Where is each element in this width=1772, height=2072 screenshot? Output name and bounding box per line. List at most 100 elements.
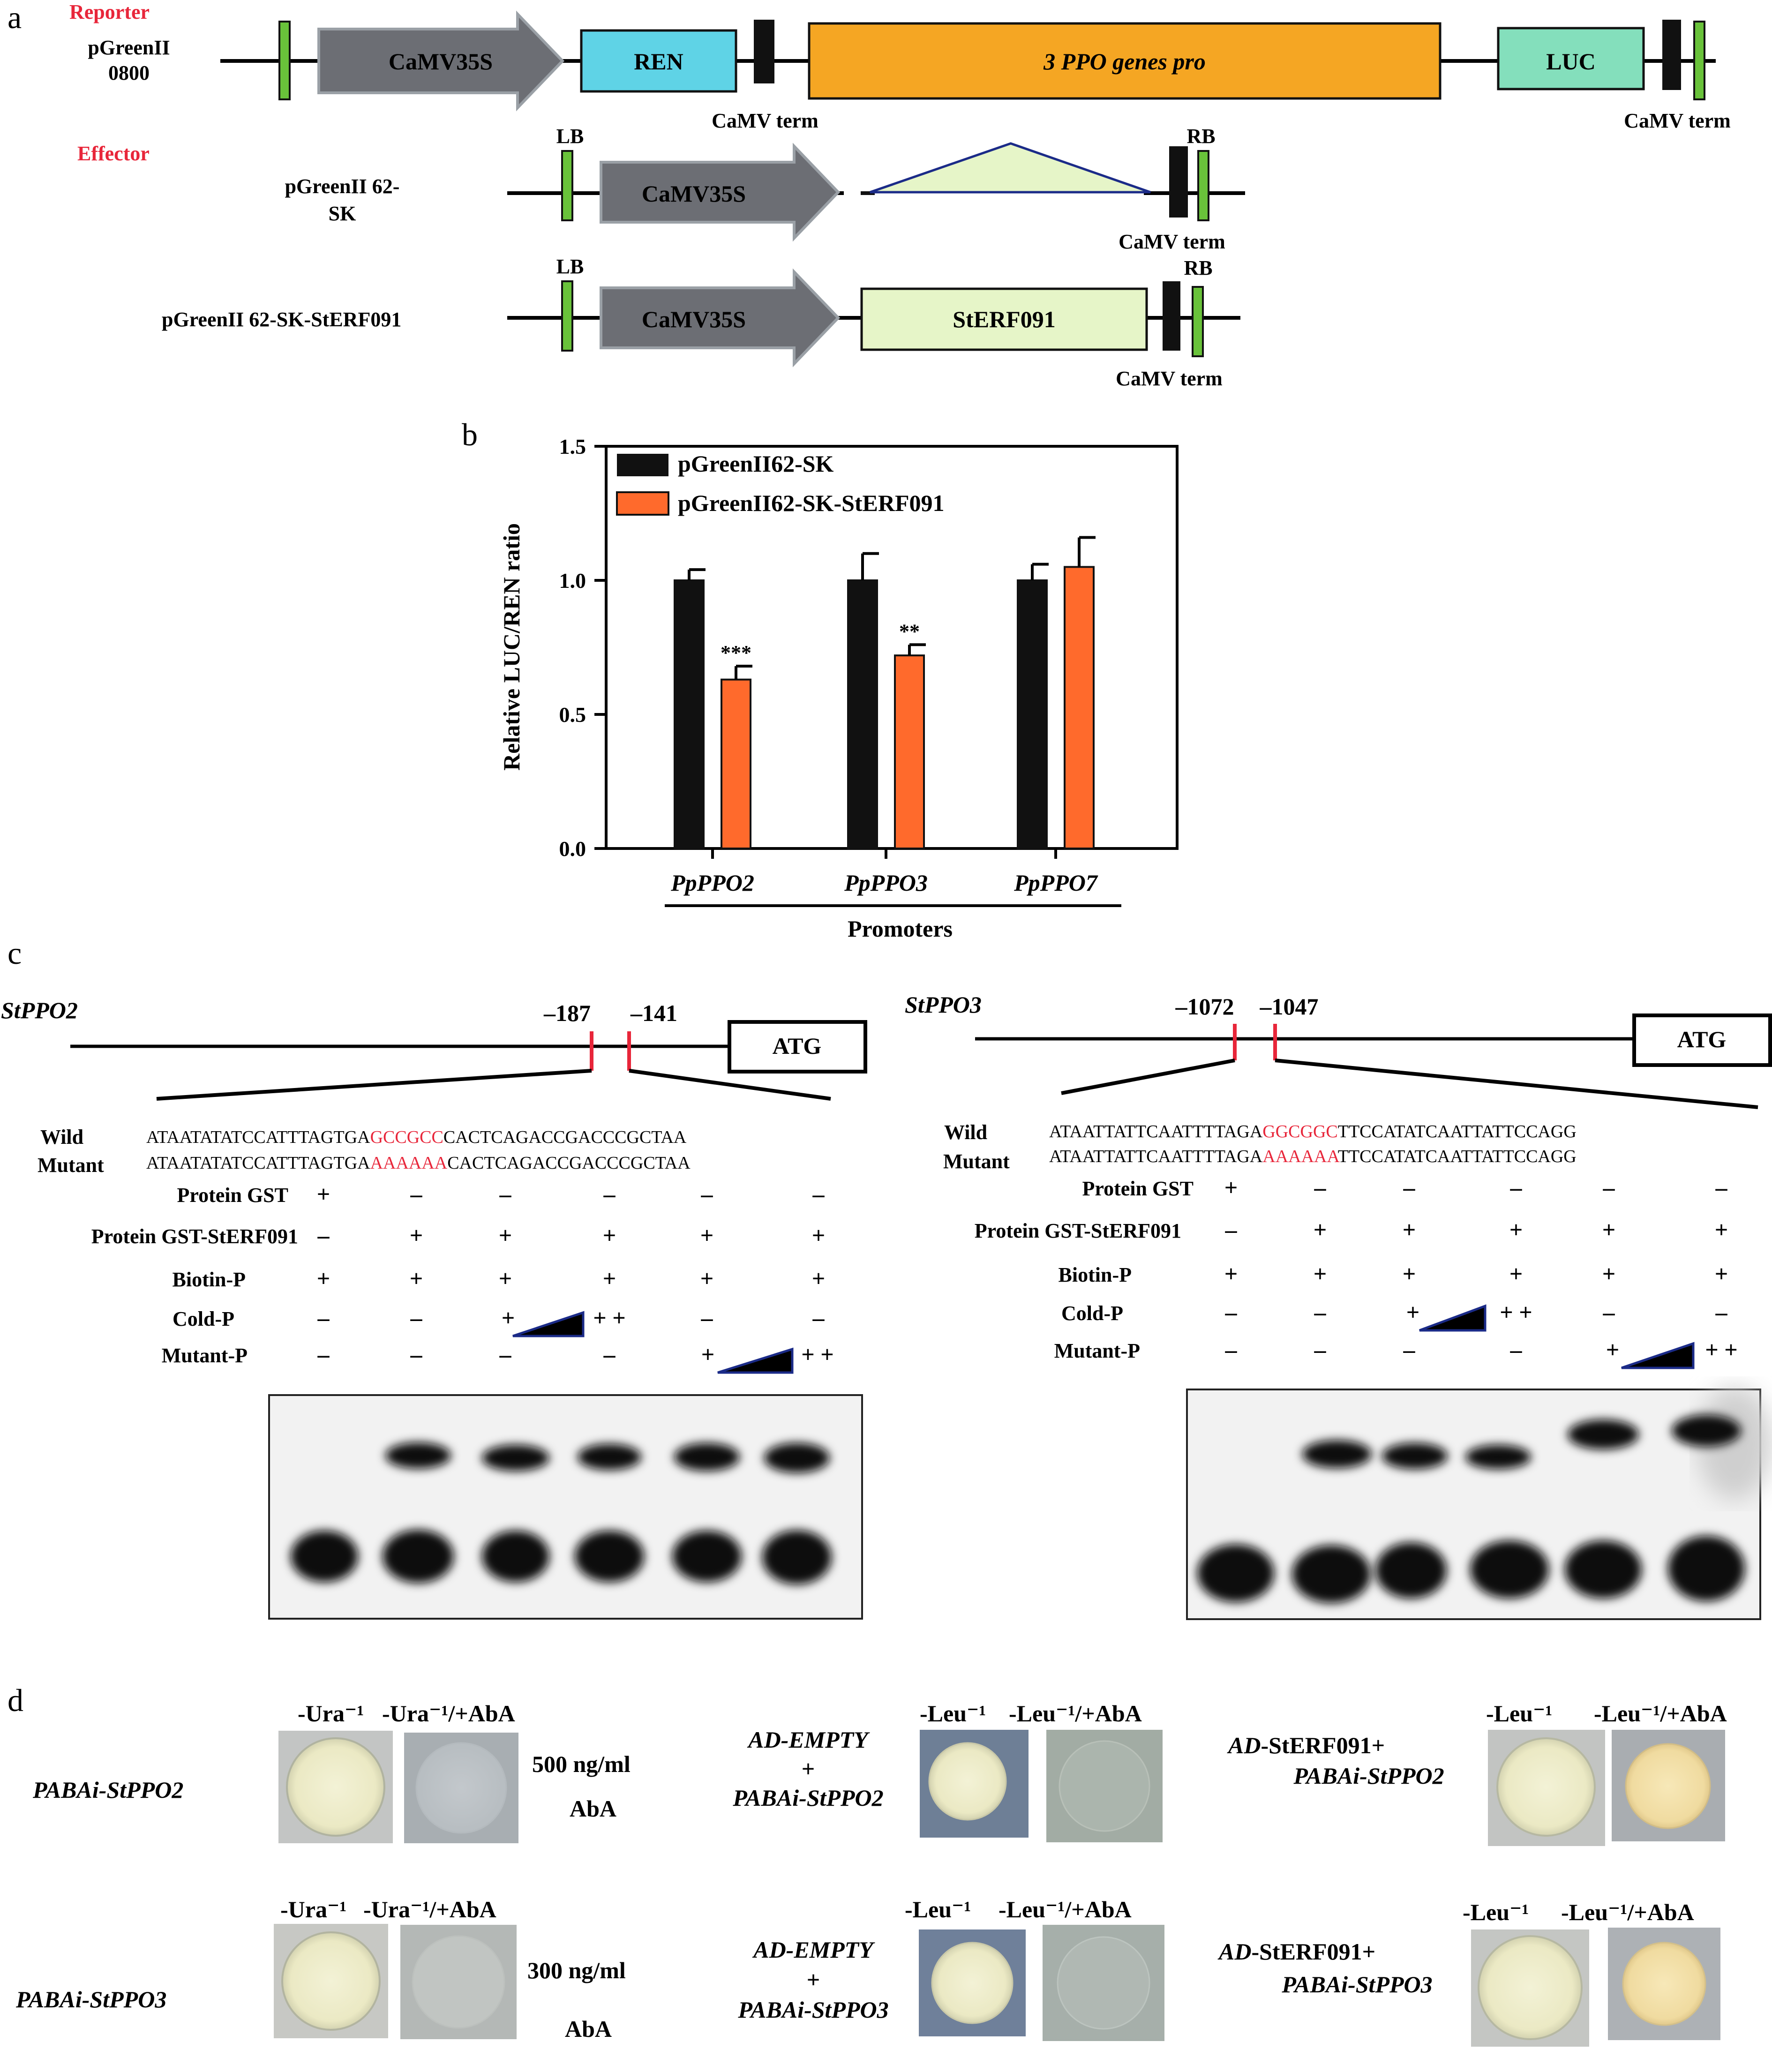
ren-gene-box (580, 29, 737, 93)
border-marker (1197, 150, 1209, 221)
minus-mark: – (1510, 1174, 1523, 1201)
minus-mark: – (317, 1341, 330, 1367)
condition-marks: +––––––+++++++++++––++ +––––––++ + (1224, 1174, 1738, 1363)
bar-treatment (894, 654, 925, 850)
ura-minus-header: -Ura⁻¹ (298, 1700, 364, 1727)
plus-mark: + (700, 1265, 714, 1291)
plus-mark: + (1606, 1336, 1620, 1363)
shifted-complex-band (385, 1442, 451, 1469)
camv-term-label: CaMV term (1119, 230, 1225, 253)
legend-swatch-control (617, 454, 668, 476)
plus-mark: + (603, 1222, 616, 1248)
minus-mark: – (1510, 1336, 1523, 1363)
lb-label: LB (556, 125, 584, 148)
plus-mark: + (317, 1265, 330, 1291)
ura-minus-header: -Ura⁻¹ (280, 1896, 346, 1922)
plus-mark: + (1509, 1216, 1523, 1243)
ren-label: REN (634, 48, 683, 75)
leu-minus-header: -Leu⁻¹ (1486, 1700, 1552, 1727)
plus-mark: + (502, 1305, 515, 1331)
x-tick-label: PpPPO2 (670, 870, 754, 896)
ura-aba-header: -Ura⁻¹/+AbA (382, 1700, 515, 1727)
mutant-probe-gradient-wedge (1621, 1342, 1695, 1369)
emsa-gel-left (268, 1394, 863, 1620)
yeast-plate-spot (1488, 1730, 1605, 1846)
minus-mark: – (1603, 1299, 1615, 1325)
row-label-biotin: Biotin-P (1059, 1263, 1132, 1286)
camv-terminator-block (754, 20, 774, 83)
leu-aba-header: -Leu⁻¹/+AbA (999, 1896, 1132, 1922)
minus-mark: – (499, 1341, 512, 1367)
leu-minus-header: -Leu⁻¹ (1463, 1899, 1529, 1925)
minus-mark: – (1225, 1336, 1238, 1363)
shifted-complex-band (578, 1444, 641, 1470)
camv-terminator-block (1169, 146, 1188, 218)
camv35s-promoter-arrow (317, 10, 565, 112)
plus-mark: + + (1705, 1336, 1737, 1363)
position-label: –1047 (1260, 993, 1319, 1020)
reporter-label: Reporter (69, 0, 150, 23)
effector-label: Effector (77, 142, 150, 165)
reporter-construct (220, 10, 1716, 112)
ppo-promoter-label: 3 PPO genes pro (1043, 48, 1206, 75)
plus-mark: + (317, 1181, 330, 1207)
plus-label: + (807, 1967, 820, 1993)
mutant-sequence: ATAATATATCCATTTAGTGAAAAAAACACTCAGACCGACC… (146, 1153, 691, 1173)
bar-control (674, 579, 705, 849)
shifted-complex-band (1302, 1440, 1372, 1468)
yeast-plate-spot (400, 1925, 517, 2039)
sterf091-label: StERF091 (953, 306, 1055, 332)
minus-mark: – (1715, 1174, 1728, 1201)
plus-mark: + (410, 1222, 423, 1248)
ad-empty-label: AD-EMPTY (752, 1937, 875, 1963)
bait-stppo3-label: PABAi-StPPO3 (15, 1986, 166, 2012)
ura-aba-header: -Ura⁻¹/+AbA (363, 1896, 496, 1922)
free-probe-band (1565, 1540, 1642, 1599)
stppo2-promoter-map: StPPO2 ATG –187 –141 (1, 997, 867, 1101)
aba-unit-label: AbA (565, 2016, 612, 2042)
plus-mark: + (701, 1341, 715, 1367)
minus-mark: – (603, 1341, 616, 1367)
ad-sterf091-label: AD-StERF091+ (1227, 1732, 1385, 1758)
minus-mark: – (812, 1181, 825, 1207)
atg-box (728, 1020, 867, 1074)
row-label-gst: Protein GST (1082, 1177, 1194, 1200)
emsa-gel-right (1186, 1388, 1772, 1620)
camv35s-label: CaMV35S (642, 306, 746, 332)
ad-sterf091-label: AD-StERF091+ (1217, 1938, 1375, 1965)
lb-label: LB (556, 255, 584, 278)
emsa-conditions-left: Protein GST Protein GST-StERF091 Biotin-… (91, 1181, 834, 1374)
plus-mark: + (1602, 1261, 1616, 1287)
legend-swatch-treatment (616, 491, 669, 516)
stppo3-promoter-map: StPPO3 ATG –1072 –1047 (905, 991, 1772, 1109)
shifted-complex-band (1672, 1415, 1741, 1447)
aba-concentration-500: 500 ng/ml (532, 1751, 631, 1777)
plus-mark: + (1314, 1216, 1327, 1243)
legend-label-treatment: pGreenII62-SK-StERF091 (678, 490, 945, 516)
luc-label: LUC (1546, 48, 1596, 75)
minus-mark: – (1603, 1174, 1615, 1201)
zoom-line (1061, 1059, 1235, 1095)
plus-mark: + (410, 1265, 423, 1291)
plus-mark: + (1224, 1174, 1238, 1201)
bait-stppo2-label: PABAi-StPPO2 (732, 1785, 883, 1811)
stppo2-gene-label: StPPO2 (1, 997, 78, 1023)
x-tick-label: PpPPO7 (1014, 870, 1098, 896)
plus-mark: + (1509, 1261, 1523, 1287)
y-tick-label: 1.5 (559, 435, 586, 458)
shifted-complex-band (1465, 1445, 1531, 1469)
wild-label: Wild (944, 1121, 987, 1144)
camv35s-label: CaMV35S (389, 48, 493, 75)
plus-mark: + + (593, 1305, 625, 1331)
yeast-plate-spot (278, 1731, 393, 1843)
bait-stppo2-label: PABAi-StPPO2 (32, 1777, 183, 1803)
effector-sterf-construct (507, 268, 1240, 368)
minus-mark: – (812, 1305, 825, 1331)
bait-stppo3-label: PABAi-StPPO3 (1281, 1971, 1432, 1997)
chart-legend: pGreenII62-SK pGreenII62-SK-StERF091 (616, 450, 945, 516)
rb-label: RB (1184, 256, 1212, 279)
plus-mark: + (603, 1265, 616, 1291)
camv35s-promoter-arrow (600, 268, 841, 368)
plus-mark: + (499, 1222, 512, 1248)
